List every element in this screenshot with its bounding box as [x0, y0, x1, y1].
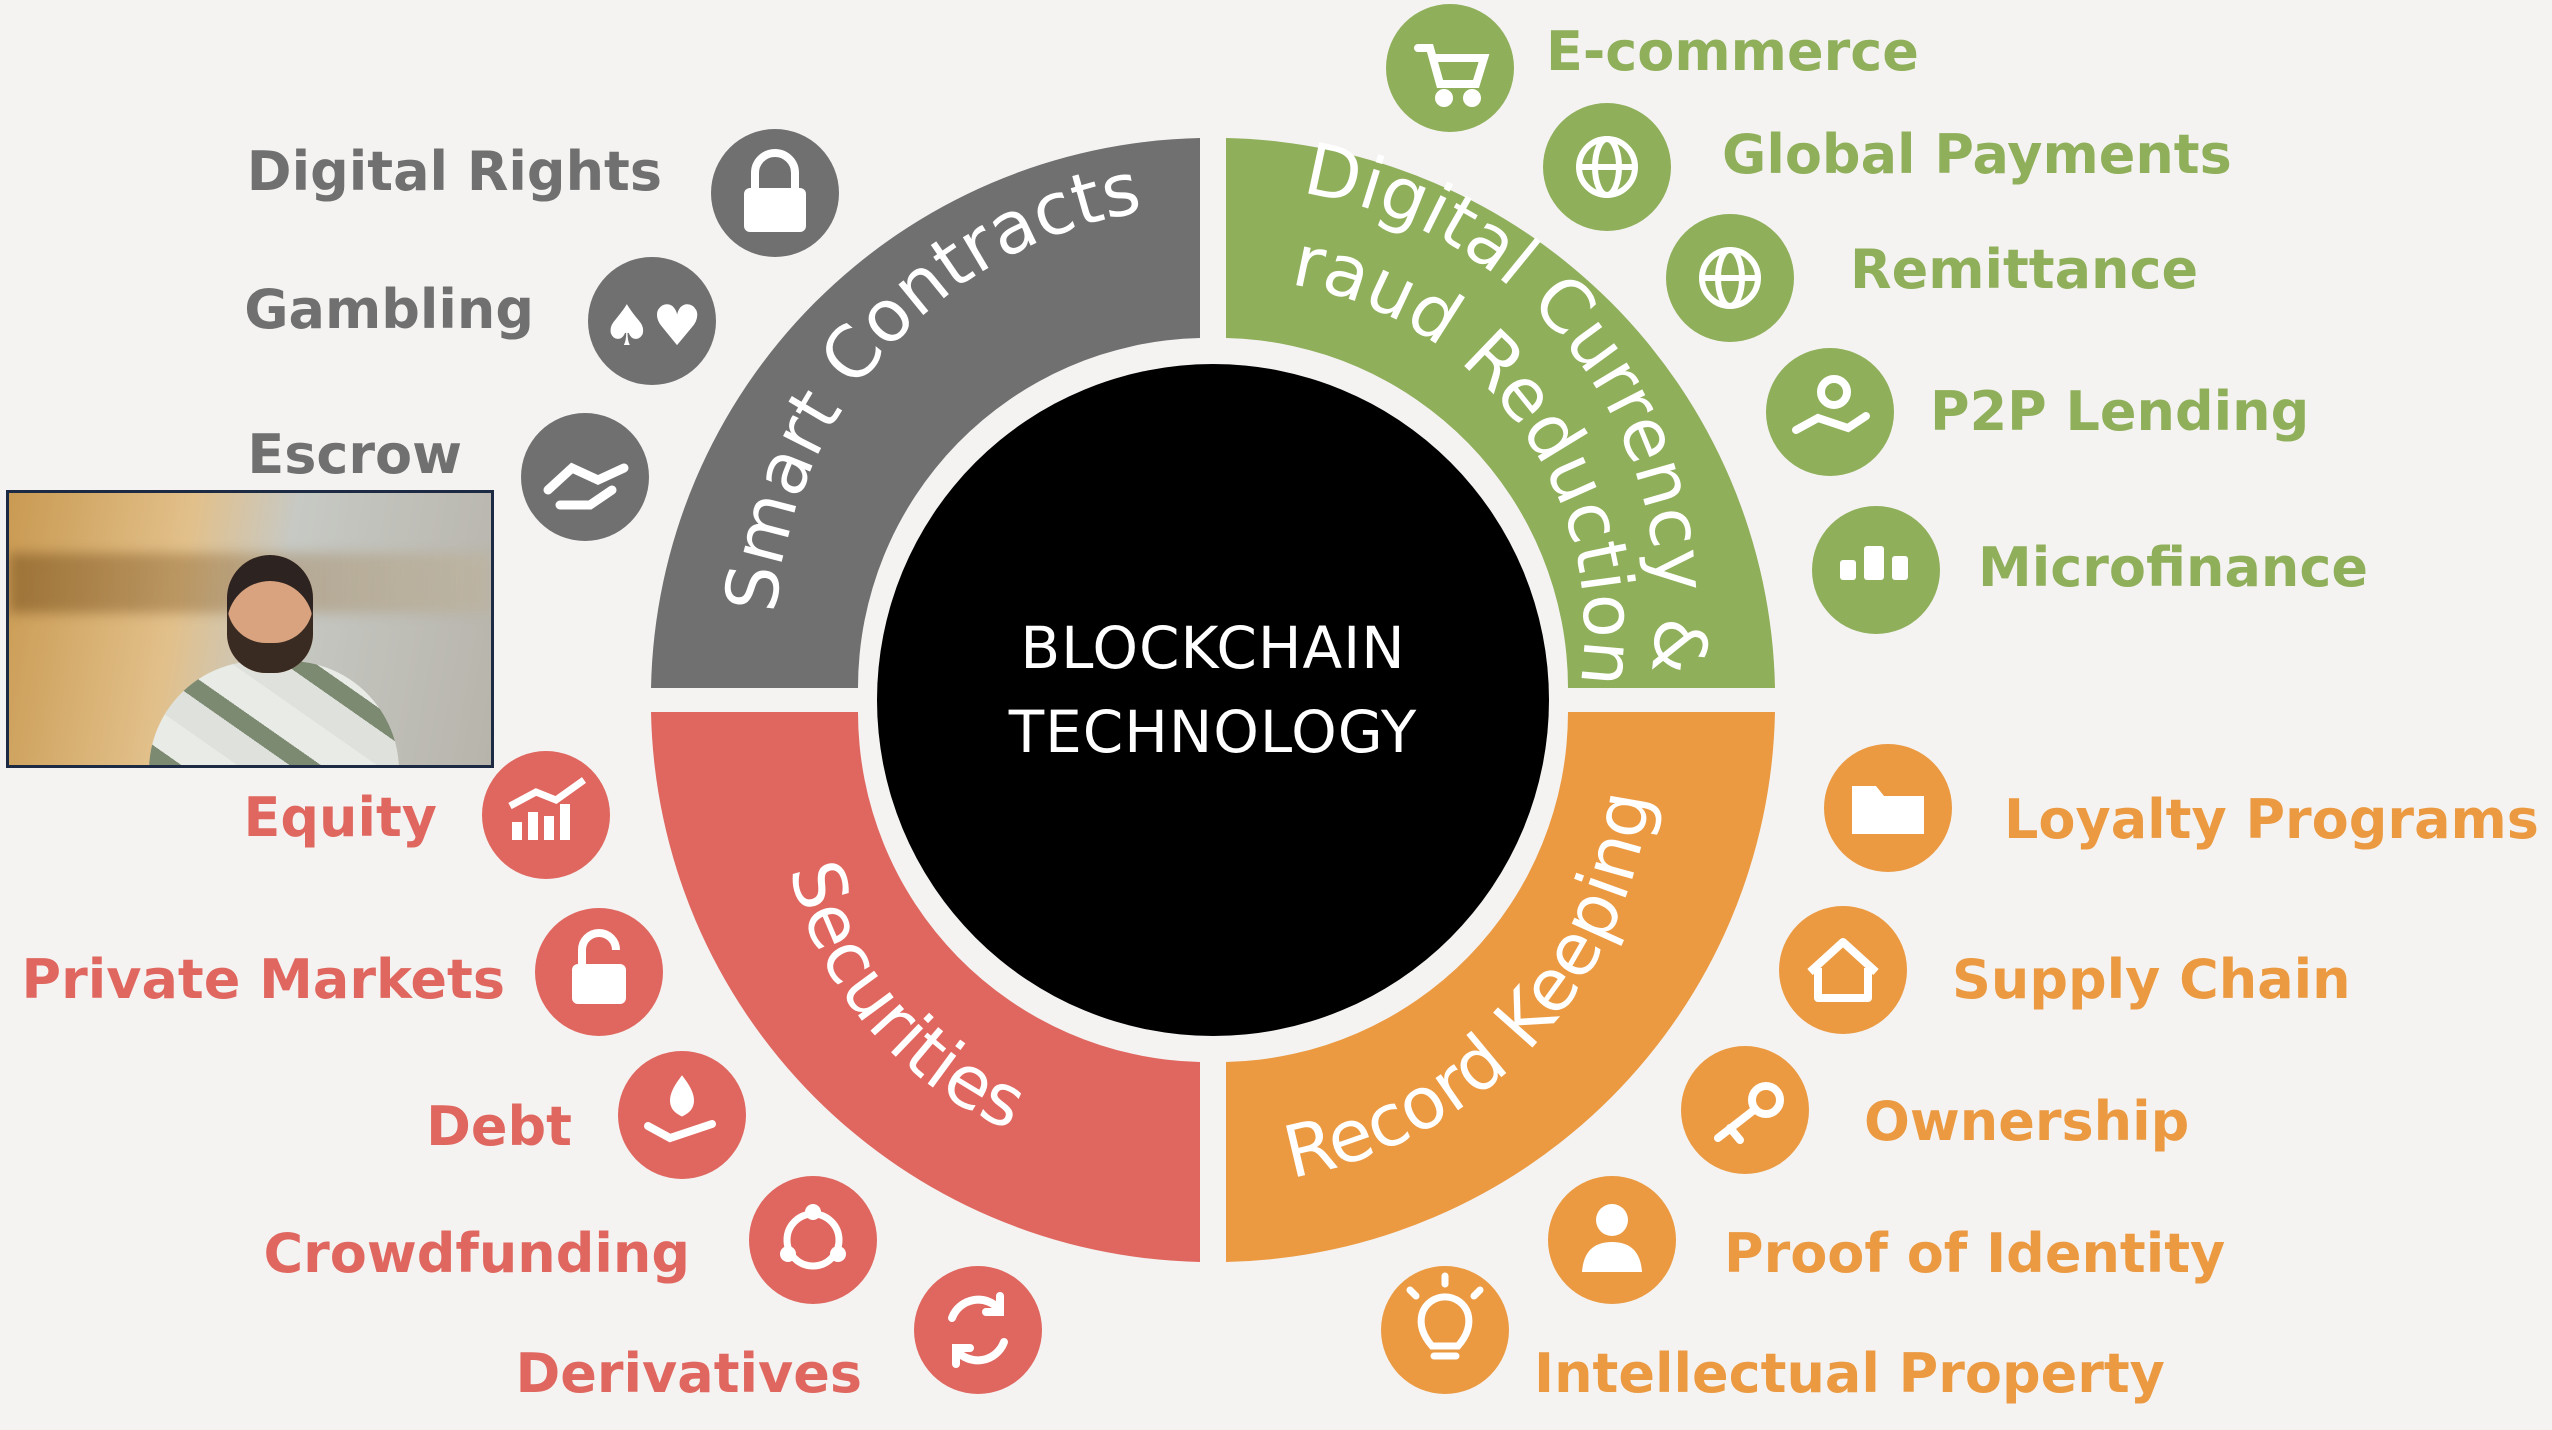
item-label: Intellectual Property: [1534, 1342, 2165, 1405]
digital-item-ecommerce: E-commerce: [1386, 4, 1919, 132]
record-item-ownership: Ownership: [1681, 1046, 2189, 1174]
item-label: Remittance: [1850, 238, 2198, 301]
item-label: Gambling: [244, 278, 534, 341]
key-icon: [1714, 1082, 1784, 1144]
presenter-head: [227, 555, 313, 673]
segment-ring: [651, 138, 1775, 1262]
card-suits-icon: ♠♥: [602, 294, 702, 359]
digital-item-remittance: Remittance: [1666, 214, 2198, 342]
folder-plus-icon: [1852, 786, 1924, 834]
digital-item-global-payments: Global Payments: [1543, 103, 2232, 231]
securities-item-equity: Equity: [243, 751, 610, 879]
item-label: Ownership: [1864, 1090, 2189, 1153]
item-label: Escrow: [247, 423, 462, 486]
record-item-intellectual-property: Intellectual Property: [1381, 1266, 2165, 1405]
people-circle-icon: [780, 1204, 846, 1270]
lightbulb-icon: [1406, 1272, 1484, 1360]
item-label: Equity: [243, 786, 437, 849]
person-icon: [1582, 1204, 1642, 1272]
item-label: Private Markets: [22, 948, 505, 1011]
globe-exchange-icon: [1576, 136, 1638, 198]
digital-item-p2p-lending: P2P Lending: [1766, 348, 2309, 476]
segment-record-keeping: [1226, 712, 1775, 1262]
item-label: Crowdfunding: [263, 1222, 690, 1285]
cycle-arrows-icon: [948, 1292, 1008, 1368]
shopping-cart-icon: [1414, 44, 1490, 107]
presenter-video-icon: [149, 661, 399, 765]
record-item-loyalty-programs: Loyalty Programs: [1824, 744, 2539, 872]
center-title-line1: BLOCKCHAIN: [1020, 614, 1405, 682]
record-item-supply-chain: Supply Chain: [1779, 906, 2351, 1034]
securities-item-derivatives: Derivatives: [515, 1266, 1042, 1405]
globe-transfer-icon: [1699, 247, 1761, 309]
coins-icon: [1840, 546, 1908, 580]
item-label: E-commerce: [1546, 20, 1919, 83]
hand-coin-icon: [1792, 375, 1870, 434]
item-label: Supply Chain: [1952, 948, 2351, 1011]
smart-item-escrow: Escrow: [247, 413, 649, 541]
item-label: Debt: [426, 1095, 572, 1158]
securities-item-crowdfunding: Crowdfunding: [263, 1176, 877, 1304]
chart-up-icon: [508, 777, 587, 840]
item-label: Derivatives: [515, 1342, 862, 1405]
smart-item-gambling: ♠♥ Gambling: [244, 257, 716, 385]
securities-item-debt: Debt: [426, 1051, 746, 1179]
item-label: Digital Rights: [247, 140, 662, 203]
handshake-icon: [543, 462, 629, 510]
securities-item-private-markets: Private Markets: [22, 908, 663, 1036]
record-item-proof-of-identity: Proof of Identity: [1548, 1176, 2225, 1304]
segment-smart-contracts: [651, 138, 1200, 688]
center-title-line2: TECHNOLOGY: [1008, 698, 1418, 766]
center-circle: [877, 364, 1549, 1036]
hand-drop-icon: [644, 1075, 716, 1143]
segment-securities: [651, 712, 1200, 1262]
item-label: Proof of Identity: [1724, 1222, 2225, 1285]
item-label: Loyalty Programs: [2004, 788, 2539, 851]
smart-item-digital-rights: Digital Rights: [247, 129, 839, 257]
lock-icon: [744, 149, 806, 232]
digital-item-microfinance: Microfinance: [1812, 506, 2368, 634]
item-label: Microfinance: [1978, 536, 2368, 599]
item-label: Global Payments: [1722, 123, 2232, 186]
item-label: P2P Lending: [1930, 380, 2309, 443]
segment-digital-currency: [1226, 138, 1775, 688]
house-car-icon: [1807, 938, 1879, 1002]
padlock-icon: [572, 929, 626, 1004]
presenter-webcam: [6, 490, 494, 768]
